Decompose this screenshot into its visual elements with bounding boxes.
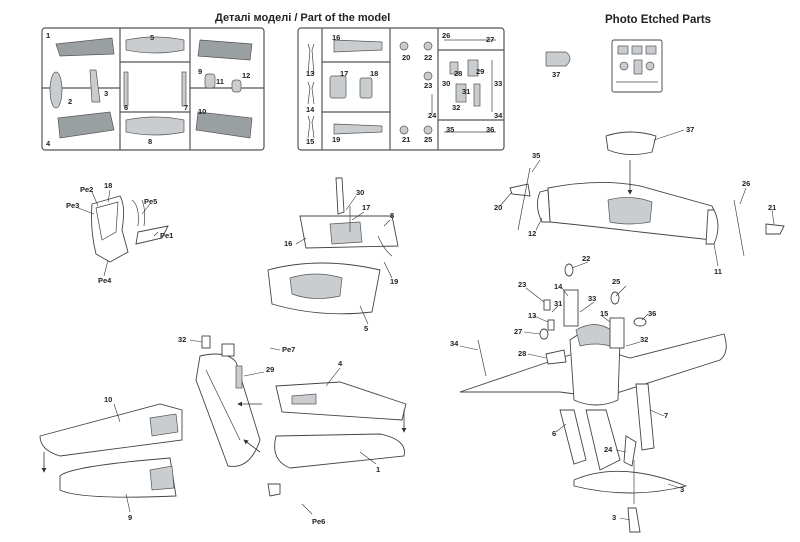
photo-etched-title: Photo Etched Parts [605, 14, 712, 26]
fuselage-label: 37 [686, 125, 694, 134]
cockpit-label: 16 [284, 239, 292, 248]
wing-right-label: 14 [554, 282, 563, 291]
sprue-a-label: 7 [184, 103, 188, 112]
wing-right-label: 7 [664, 411, 668, 420]
sprue-b-label: 20 [402, 53, 410, 62]
sprue-b-label: 31 [462, 87, 470, 96]
wing-left-label: 10 [104, 395, 112, 404]
canopy-part-37: 37 [545, 51, 571, 79]
wing-right-label: 33 [588, 294, 596, 303]
fuselage-label: 11 [714, 267, 722, 276]
fuselage-label: 21 [768, 203, 776, 212]
sprue-b-label: 21 [402, 135, 410, 144]
seat-assembly: 18 Pe2 Pe3 Pe5 Pe1 Pe4 [66, 181, 173, 285]
sprue-b-label: 27 [486, 35, 494, 44]
sprue-b-numbers: 13 14 15 16 17 18 19 20 21 22 23 24 25 2… [306, 31, 503, 146]
sprue-b-label: 30 [442, 79, 450, 88]
wing-right-label: 27 [514, 327, 522, 336]
wing-right-label: 28 [518, 349, 526, 358]
sprue-b-label: 29 [476, 67, 484, 76]
sprue-a-label: 3 [104, 89, 108, 98]
sprue-b [297, 27, 505, 151]
wing-right-label: 3 [680, 485, 684, 494]
wing-right-label: 36 [648, 309, 656, 318]
sprue-a-label: 10 [198, 107, 206, 116]
wing-left-label: 4 [338, 359, 343, 368]
wing-right-label: 3 [612, 513, 616, 522]
wing-left-label: 32 [178, 335, 186, 344]
wing-right-label: 24 [604, 445, 613, 454]
pe-label: 37 [552, 70, 560, 79]
fuselage-label: 12 [528, 229, 536, 238]
seat-label: Pe1 [160, 231, 173, 240]
sprue-b-label: 28 [454, 69, 462, 78]
sprue-a-label: 6 [124, 103, 128, 112]
sprue-b-label: 36 [486, 125, 494, 134]
sprue-a-label: 9 [198, 67, 202, 76]
sprue-a-label: 11 [216, 77, 224, 86]
sprue-b-label: 35 [446, 125, 454, 134]
sprue-a [41, 27, 265, 151]
seat-label: Pe4 [98, 276, 112, 285]
sprue-b-label: 19 [332, 135, 340, 144]
left-wing-assembly: 32 Pe7 4 29 10 1 9 Pe6 [39, 335, 407, 526]
sprue-a-label: 4 [46, 139, 51, 148]
sprue-a-label: 8 [148, 137, 152, 146]
sprue-a-label: 5 [150, 33, 154, 42]
sprue-b-label: 26 [442, 31, 450, 40]
sprue-b-label: 25 [424, 135, 432, 144]
fuselage-assembly: 37 35 20 12 26 21 11 [494, 125, 785, 276]
cockpit-label: 30 [356, 188, 364, 197]
wing-left-label: Pe6 [312, 517, 325, 526]
photo-etched-fret [611, 39, 663, 93]
sprue-b-label: 23 [424, 81, 432, 90]
sprue-b-label: 13 [306, 69, 314, 78]
model-parts-title: Деталі моделі / Part of the model [215, 12, 391, 24]
sprue-b-label: 33 [494, 79, 502, 88]
sprue-b-label: 32 [452, 103, 460, 112]
fuselage-label: 26 [742, 179, 750, 188]
wing-right-label: 25 [612, 277, 620, 286]
wing-right-label: 13 [528, 311, 536, 320]
cockpit-assembly: 30 17 8 16 19 5 [267, 177, 399, 333]
cockpit-label: 19 [390, 277, 398, 286]
wing-right-label: 34 [450, 339, 459, 348]
sprue-b-label: 14 [306, 105, 315, 114]
right-wing-assembly: 22 23 14 33 25 31 13 15 36 34 27 32 28 7… [450, 254, 727, 533]
sprue-b-label: 18 [370, 69, 378, 78]
sprue-b-label: 16 [332, 33, 340, 42]
sprue-b-label: 22 [424, 53, 432, 62]
wing-left-label: 9 [128, 513, 132, 522]
wing-right-label: 31 [554, 299, 562, 308]
sprue-b-label: 17 [340, 69, 348, 78]
wing-left-label: Pe7 [282, 345, 295, 354]
sprue-a-numbers: 1 2 3 4 5 6 7 8 9 10 11 12 [46, 31, 250, 148]
wing-right-label: 6 [552, 429, 556, 438]
fuselage-label: 35 [532, 151, 540, 160]
sprue-a-label: 12 [242, 71, 250, 80]
sprue-b-label: 34 [494, 111, 503, 120]
seat-label: Pe5 [144, 197, 157, 206]
sprue-a-label: 2 [68, 97, 72, 106]
cockpit-label: 5 [364, 324, 368, 333]
sprue-b-label: 15 [306, 137, 314, 146]
cockpit-label: 17 [362, 203, 370, 212]
wing-right-label: 23 [518, 280, 526, 289]
wing-left-label: 1 [376, 465, 380, 474]
wing-right-label: 15 [600, 309, 608, 318]
sprue-a-label: 1 [46, 31, 50, 40]
sprue-b-label: 24 [428, 111, 437, 120]
wing-right-label: 22 [582, 254, 590, 263]
wing-left-label: 29 [266, 365, 274, 374]
cockpit-label: 8 [390, 211, 394, 220]
fuselage-label: 20 [494, 203, 502, 212]
seat-label: 18 [104, 181, 112, 190]
wing-right-label: 32 [640, 335, 648, 344]
seat-label: Pe3 [66, 201, 79, 210]
seat-label: Pe2 [80, 185, 93, 194]
